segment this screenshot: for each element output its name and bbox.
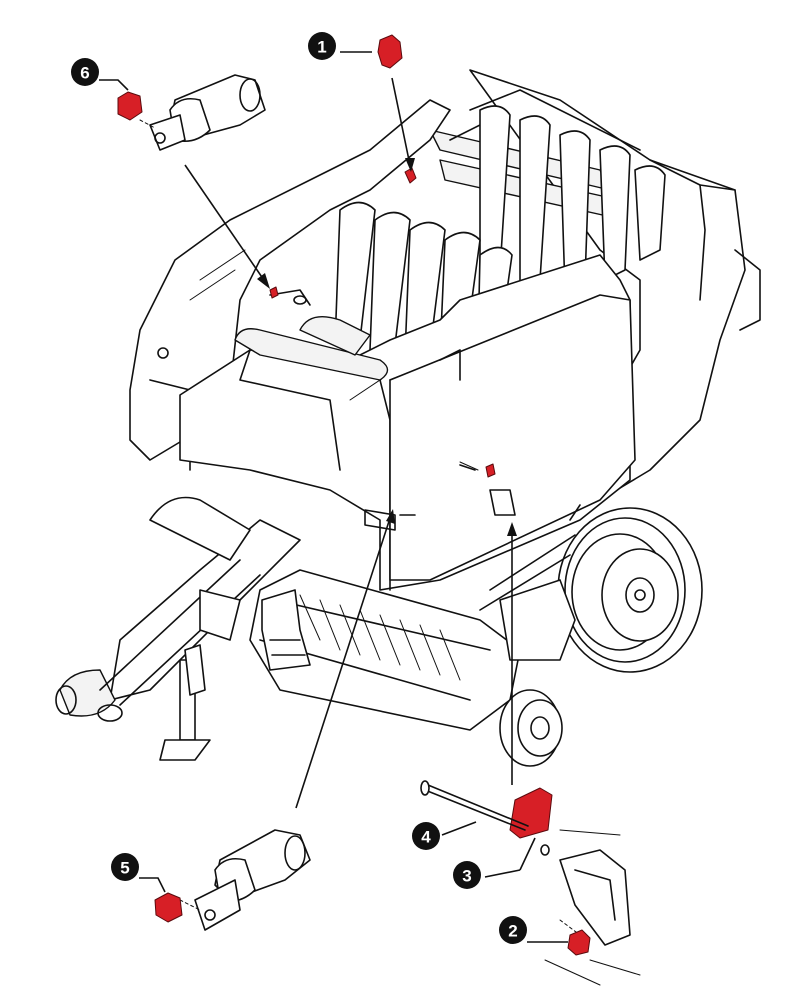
svg-text:3: 3	[462, 867, 471, 886]
actuator-inset-bottom	[179, 829, 311, 931]
part-6-clip	[117, 91, 143, 121]
svg-text:6: 6	[80, 64, 89, 83]
gauge-wheel	[499, 689, 563, 767]
leader-lines	[99, 51, 568, 943]
callout-1[interactable]: 1	[308, 32, 336, 60]
belt-assembly-front	[334, 201, 513, 356]
callout-5[interactable]: 5	[111, 853, 139, 881]
belt-assembly-rear	[479, 105, 666, 291]
part-3-plate	[509, 787, 553, 839]
svg-text:2: 2	[508, 922, 517, 941]
part-1-cap	[377, 34, 403, 69]
callout-4[interactable]: 4	[412, 822, 440, 850]
callout-3[interactable]: 3	[453, 861, 481, 889]
callout-6[interactable]: 6	[71, 58, 99, 86]
svg-text:5: 5	[120, 859, 129, 878]
part-4-bolt	[420, 461, 550, 856]
callout-2[interactable]: 2	[499, 916, 527, 944]
part-5-clip	[154, 892, 183, 923]
svg-text:4: 4	[421, 828, 431, 847]
baler-illustration	[55, 69, 761, 767]
drawbar	[55, 496, 301, 722]
parking-jack	[159, 644, 211, 761]
bracket-inset	[544, 829, 641, 986]
main-wheel	[557, 507, 703, 673]
part-2-nut	[567, 929, 591, 956]
highlighted-parts	[117, 34, 591, 956]
actuator-inset-top	[139, 74, 266, 151]
svg-text:1: 1	[317, 38, 326, 57]
